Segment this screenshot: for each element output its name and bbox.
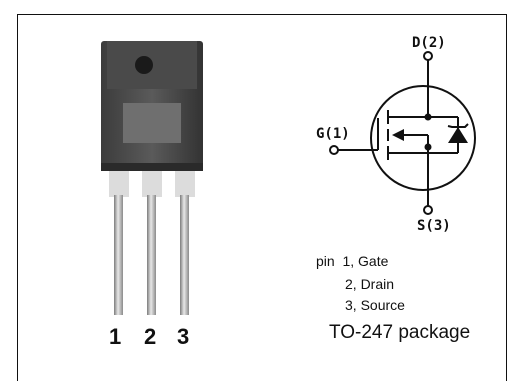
symbol-outline-circle (370, 85, 476, 191)
frame-border-left (17, 14, 18, 381)
to247-package-illustration (101, 41, 203, 315)
source-terminal (423, 205, 433, 215)
pin-number-3: 3 (177, 324, 190, 349)
source-junction (424, 143, 432, 151)
lead-base-1 (109, 171, 129, 197)
channel-arrow (392, 129, 404, 141)
package-name: TO-247 package (329, 322, 471, 343)
source-label: S(3) (417, 218, 451, 234)
gate-label: G(1) (316, 126, 350, 142)
pinout-legend-line-1: pin 1, Gate (316, 253, 389, 269)
drain-junction (424, 113, 432, 121)
pinout-legend-line-3: 3, Source (345, 297, 405, 313)
drain-terminal (423, 51, 433, 61)
drain-label: D(2) (412, 35, 446, 51)
lead-1 (114, 195, 123, 315)
frame-border-right (506, 14, 507, 381)
mounting-hole (135, 56, 153, 74)
pin-number-2: 2 (144, 324, 157, 349)
pin-number-1: 1 (109, 324, 122, 349)
frame-top-gap (300, 3, 518, 17)
frame-border-top (17, 14, 507, 15)
lead-base-3 (175, 171, 195, 197)
lead-2 (147, 195, 156, 315)
gate-terminal (329, 145, 339, 155)
lead-base-2 (142, 171, 162, 197)
body-diode-triangle (448, 127, 468, 143)
lead-3 (180, 195, 189, 315)
pinout-legend-line-2: 2, Drain (345, 276, 395, 292)
package-die-window (123, 103, 181, 143)
mosfet-symbol (329, 51, 476, 215)
